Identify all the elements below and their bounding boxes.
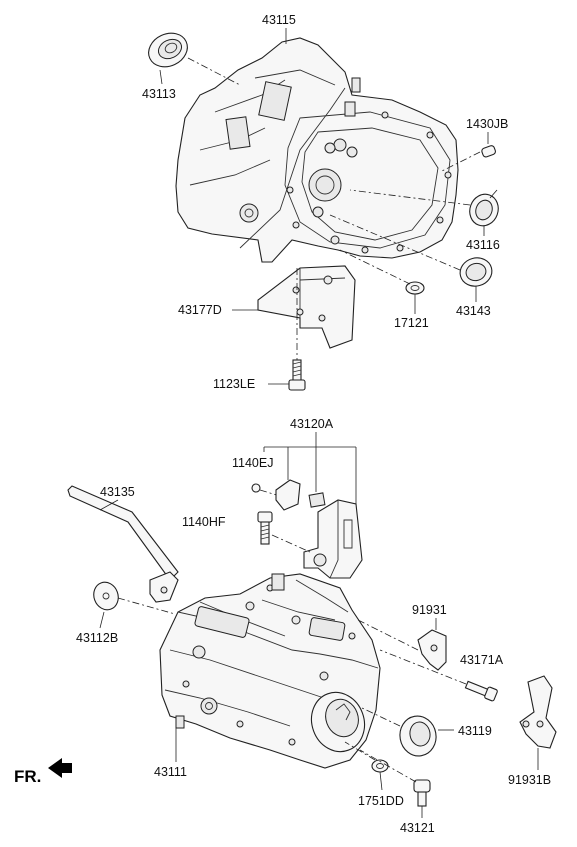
label-43143: 43143 — [456, 304, 491, 318]
seal-43143 — [459, 257, 493, 287]
label-1751DD: 1751DD — [358, 794, 404, 808]
bracket-43177D — [257, 265, 356, 349]
label-43135: 43135 — [100, 485, 135, 499]
label-43115: 43115 — [262, 13, 296, 27]
oil-seal-43113 — [148, 32, 188, 68]
bolt-43171A — [379, 649, 498, 702]
label-43177D: 43177D — [178, 303, 222, 317]
label-43112B: 43112B — [76, 631, 118, 645]
label-43113: 43113 — [142, 87, 176, 101]
bracket-91931B — [519, 675, 557, 770]
front-marker-label: FR. — [14, 767, 41, 786]
bracket-43135 — [67, 485, 179, 603]
label-43120A-bracket-lines — [263, 432, 357, 508]
plug-43112B — [93, 581, 176, 629]
shift-lever-bracket-43120A — [275, 479, 363, 579]
pin-1430JB — [481, 145, 496, 158]
label-43111: 43111 — [154, 765, 187, 779]
label-17121: 17121 — [394, 316, 429, 330]
seal-43116 — [469, 189, 499, 227]
label-91931B: 91931B — [508, 773, 551, 787]
upper-leader-lines — [159, 28, 489, 385]
label-43171A: 43171A — [460, 653, 504, 667]
transaxle-case-43111 — [159, 573, 381, 769]
front-direction-arrow — [48, 758, 72, 778]
label-91931: 91931 — [412, 603, 447, 617]
bolt-1140HF — [257, 511, 311, 553]
label-43119: 43119 — [458, 724, 492, 738]
clutch-housing-43115 — [175, 37, 459, 263]
label-1140EJ: 1140EJ — [232, 456, 273, 470]
label-1430JB: 1430JB — [466, 117, 508, 131]
label-43121: 43121 — [400, 821, 435, 835]
bolt-1123LE — [288, 359, 306, 391]
screw-1140EJ — [251, 483, 281, 497]
bolt-43121 — [359, 749, 431, 818]
label-1140HF: 1140HF — [182, 515, 226, 529]
bracket-91931 — [357, 618, 447, 671]
seal-43119 — [361, 707, 454, 757]
label-43116: 43116 — [466, 238, 500, 252]
washer-17121 — [405, 281, 425, 295]
label-43120A: 43120A — [290, 417, 334, 431]
label-1123LE: 1123LE — [213, 377, 255, 391]
